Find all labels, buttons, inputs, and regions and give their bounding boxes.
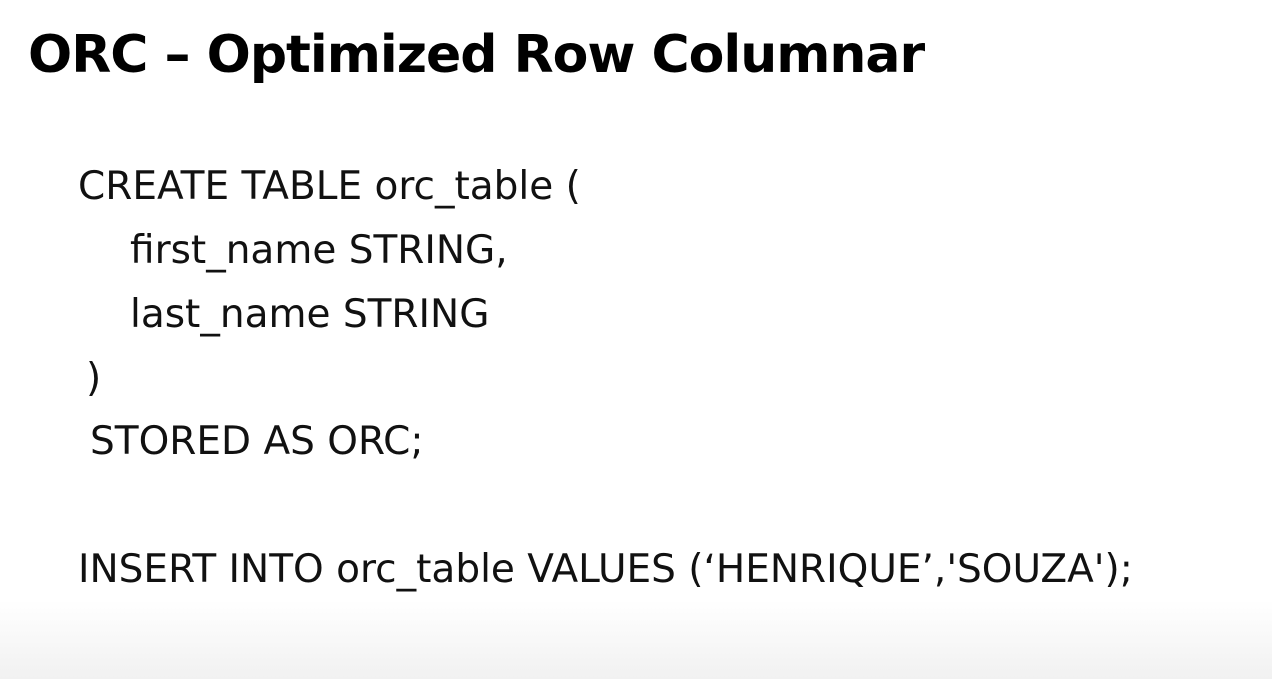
code-line-close-paren: )	[86, 356, 102, 401]
code-line-create-table: CREATE TABLE orc_table (	[78, 164, 581, 209]
code-line-stored-as: STORED AS ORC;	[90, 419, 424, 464]
slide-title: ORC – Optimized Row Columnar	[28, 25, 925, 85]
code-line-last-name: last_name STRING	[130, 292, 490, 337]
code-line-insert: INSERT INTO orc_table VALUES (‘HENRIQUE’…	[78, 547, 1133, 592]
code-line-first-name: first_name STRING,	[130, 228, 508, 273]
